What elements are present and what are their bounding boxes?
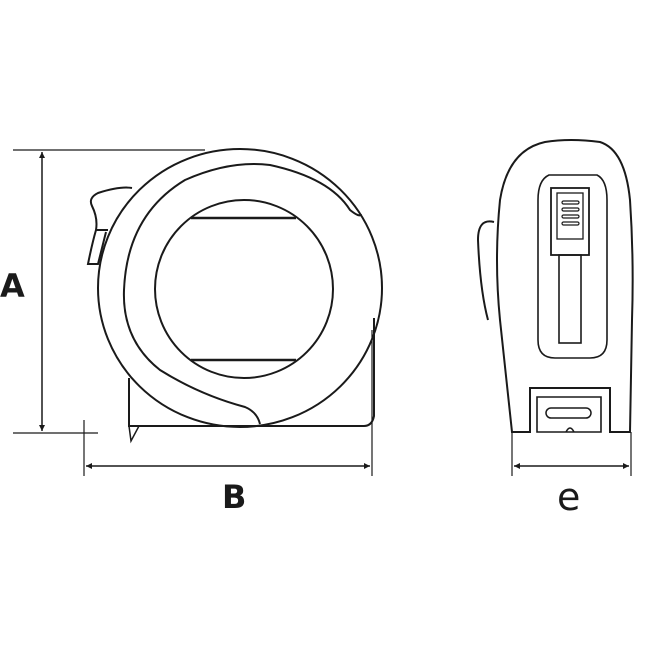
window-circle: [154, 199, 334, 379]
label-e: e: [557, 475, 580, 519]
dimension-b: [83, 330, 373, 476]
grip-lines-icon: [561, 200, 580, 226]
dimension-a: [13, 149, 205, 434]
case-body-outline: [128, 318, 375, 427]
case-inner-swirl: [122, 163, 362, 425]
label-b: B: [222, 478, 246, 516]
front-body-outline: [496, 139, 634, 433]
front-view: [476, 139, 634, 433]
slider-recess: [537, 174, 608, 359]
dimension-e: [511, 432, 632, 476]
belt-clip: [476, 220, 495, 321]
label-a: A: [0, 267, 25, 305]
blade-exit-frame: [536, 396, 602, 433]
side-view: [86, 148, 383, 444]
case-outer-ring: [97, 148, 383, 428]
slider-track: [558, 254, 582, 344]
lock-slider-inner: [556, 192, 584, 240]
blade-slot: [545, 407, 592, 419]
blade-hook: [128, 425, 141, 444]
lock-button: [86, 186, 133, 265]
